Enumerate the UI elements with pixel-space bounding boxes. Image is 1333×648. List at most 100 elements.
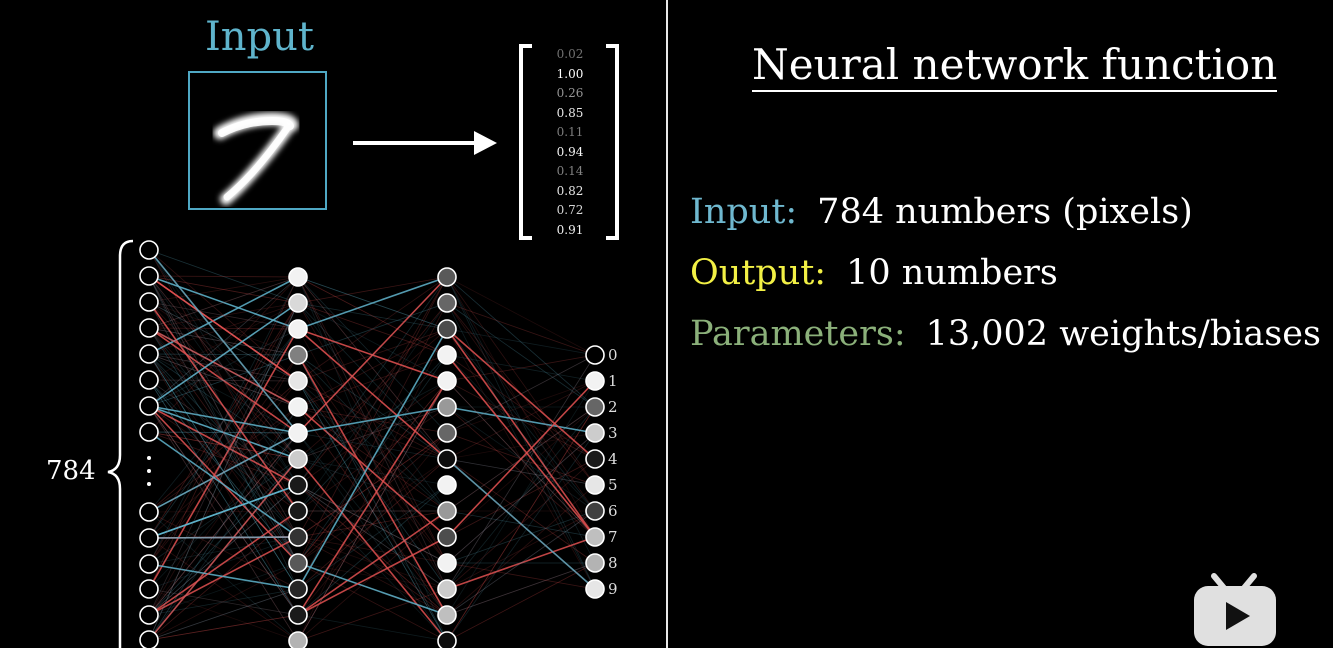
input-title: Input [188, 14, 331, 60]
input-neuron [140, 319, 158, 337]
input-neuron [140, 631, 158, 648]
hidden-layer-2-neuron [438, 450, 456, 468]
vector-entry: 0.72 [545, 201, 595, 221]
input-neuron [140, 606, 158, 624]
network-edge [298, 459, 447, 511]
parameters-info-line: Parameters:13,002 weights/biases [690, 314, 1321, 354]
network-edge [447, 329, 595, 355]
output-label: 9 [608, 579, 618, 599]
hidden-layer-1-neuron [289, 320, 307, 338]
input-neuron [140, 529, 158, 547]
hidden-layer-1-neuron [289, 554, 307, 572]
input-value: 784 numbers (pixels) [817, 192, 1193, 232]
network-edge [298, 563, 447, 615]
input-neuron [140, 555, 158, 573]
input-neuron [140, 241, 158, 259]
panel-divider [666, 0, 668, 648]
output-neuron [586, 476, 604, 494]
network-edge [298, 433, 447, 459]
output-label: 0 [608, 345, 618, 365]
network-edge [447, 355, 595, 589]
output-label: 5 [608, 475, 618, 495]
output-label: 3 [608, 423, 618, 443]
network-edge [298, 277, 447, 589]
hidden-layer-1-neuron [289, 346, 307, 364]
output-label: 6 [608, 501, 618, 521]
input-neuron [140, 503, 158, 521]
vector-entry: 0.11 [545, 123, 595, 143]
network-edge [447, 433, 595, 641]
hidden-layer-1-neuron [289, 372, 307, 390]
network-edge [149, 615, 298, 640]
output-label: 8 [608, 553, 618, 573]
network-edge [447, 303, 595, 355]
input-neuron [140, 580, 158, 598]
hidden-layer-2-neuron [438, 398, 456, 416]
handwritten-seven-image [190, 73, 325, 208]
input-neuron [140, 423, 158, 441]
hidden-layer-2-neuron [438, 320, 456, 338]
hidden-layer-2-neuron [438, 502, 456, 520]
network-edge [149, 303, 298, 615]
output-label: 4 [608, 449, 618, 469]
output-neuron [586, 528, 604, 546]
input-neuron [140, 293, 158, 311]
hidden-layer-2-neuron [438, 346, 456, 364]
vector-entry: 0.02 [545, 45, 595, 65]
network-edges [149, 250, 595, 641]
network-edge [447, 303, 595, 485]
input-digit-image [188, 71, 327, 210]
network-edge [447, 355, 595, 537]
vector-entry: 0.91 [545, 221, 595, 241]
hidden-layer-1-neuron [289, 398, 307, 416]
hidden-layer-2-neuron [438, 606, 456, 624]
vector-entry: 0.85 [545, 104, 595, 124]
hidden-layer-1-neuron [289, 580, 307, 598]
hidden-layer-2-neuron [438, 580, 456, 598]
hidden-layer-1-neuron [289, 528, 307, 546]
network-edge [447, 563, 595, 641]
input-ellipsis [147, 456, 151, 486]
network-edge [447, 563, 595, 589]
output-neuron [586, 424, 604, 442]
hidden-layer-1-neuron [289, 632, 307, 648]
output-label: 2 [608, 397, 618, 417]
vector-entry: 1.00 [545, 65, 595, 85]
network-edge [298, 589, 447, 641]
bilibili-tv-icon [1192, 572, 1278, 648]
output-neuron [586, 580, 604, 598]
network-edge [298, 277, 447, 485]
parameters-key: Parameters: [690, 314, 906, 354]
input-info-line: Input:784 numbers (pixels) [690, 192, 1193, 232]
hidden-layer-1-neuron [289, 268, 307, 286]
hidden-layer-2-neuron [438, 476, 456, 494]
input-neuron [140, 371, 158, 389]
output-neuron [586, 450, 604, 468]
input-neuron [140, 267, 158, 285]
hidden-layer-2-neuron [438, 528, 456, 546]
vector-entry: 0.82 [545, 182, 595, 202]
network-edge [447, 303, 595, 407]
output-neuron [586, 372, 604, 390]
output-value: 10 numbers [846, 253, 1058, 293]
network-edge [447, 355, 595, 511]
hidden-layer-1-neuron [289, 502, 307, 520]
network-edge [149, 511, 298, 615]
hidden-layer-1-neuron [289, 294, 307, 312]
panel-title: Neural network function [752, 40, 1277, 92]
hidden-layer-1-neuron [289, 476, 307, 494]
network-edge [298, 485, 447, 641]
hidden-layer-2-neuron [438, 372, 456, 390]
network-edge [447, 277, 595, 485]
right-arrow-icon [353, 131, 497, 155]
vector-entry: 0.94 [545, 143, 595, 163]
network-edge [298, 615, 447, 641]
output-label: 1 [608, 371, 618, 391]
hidden-layer-2-neuron [438, 554, 456, 572]
input-neuron [140, 397, 158, 415]
network-edge [447, 563, 595, 615]
vector-entry: 0.26 [545, 84, 595, 104]
output-neuron [586, 346, 604, 364]
network-edge [298, 277, 447, 303]
